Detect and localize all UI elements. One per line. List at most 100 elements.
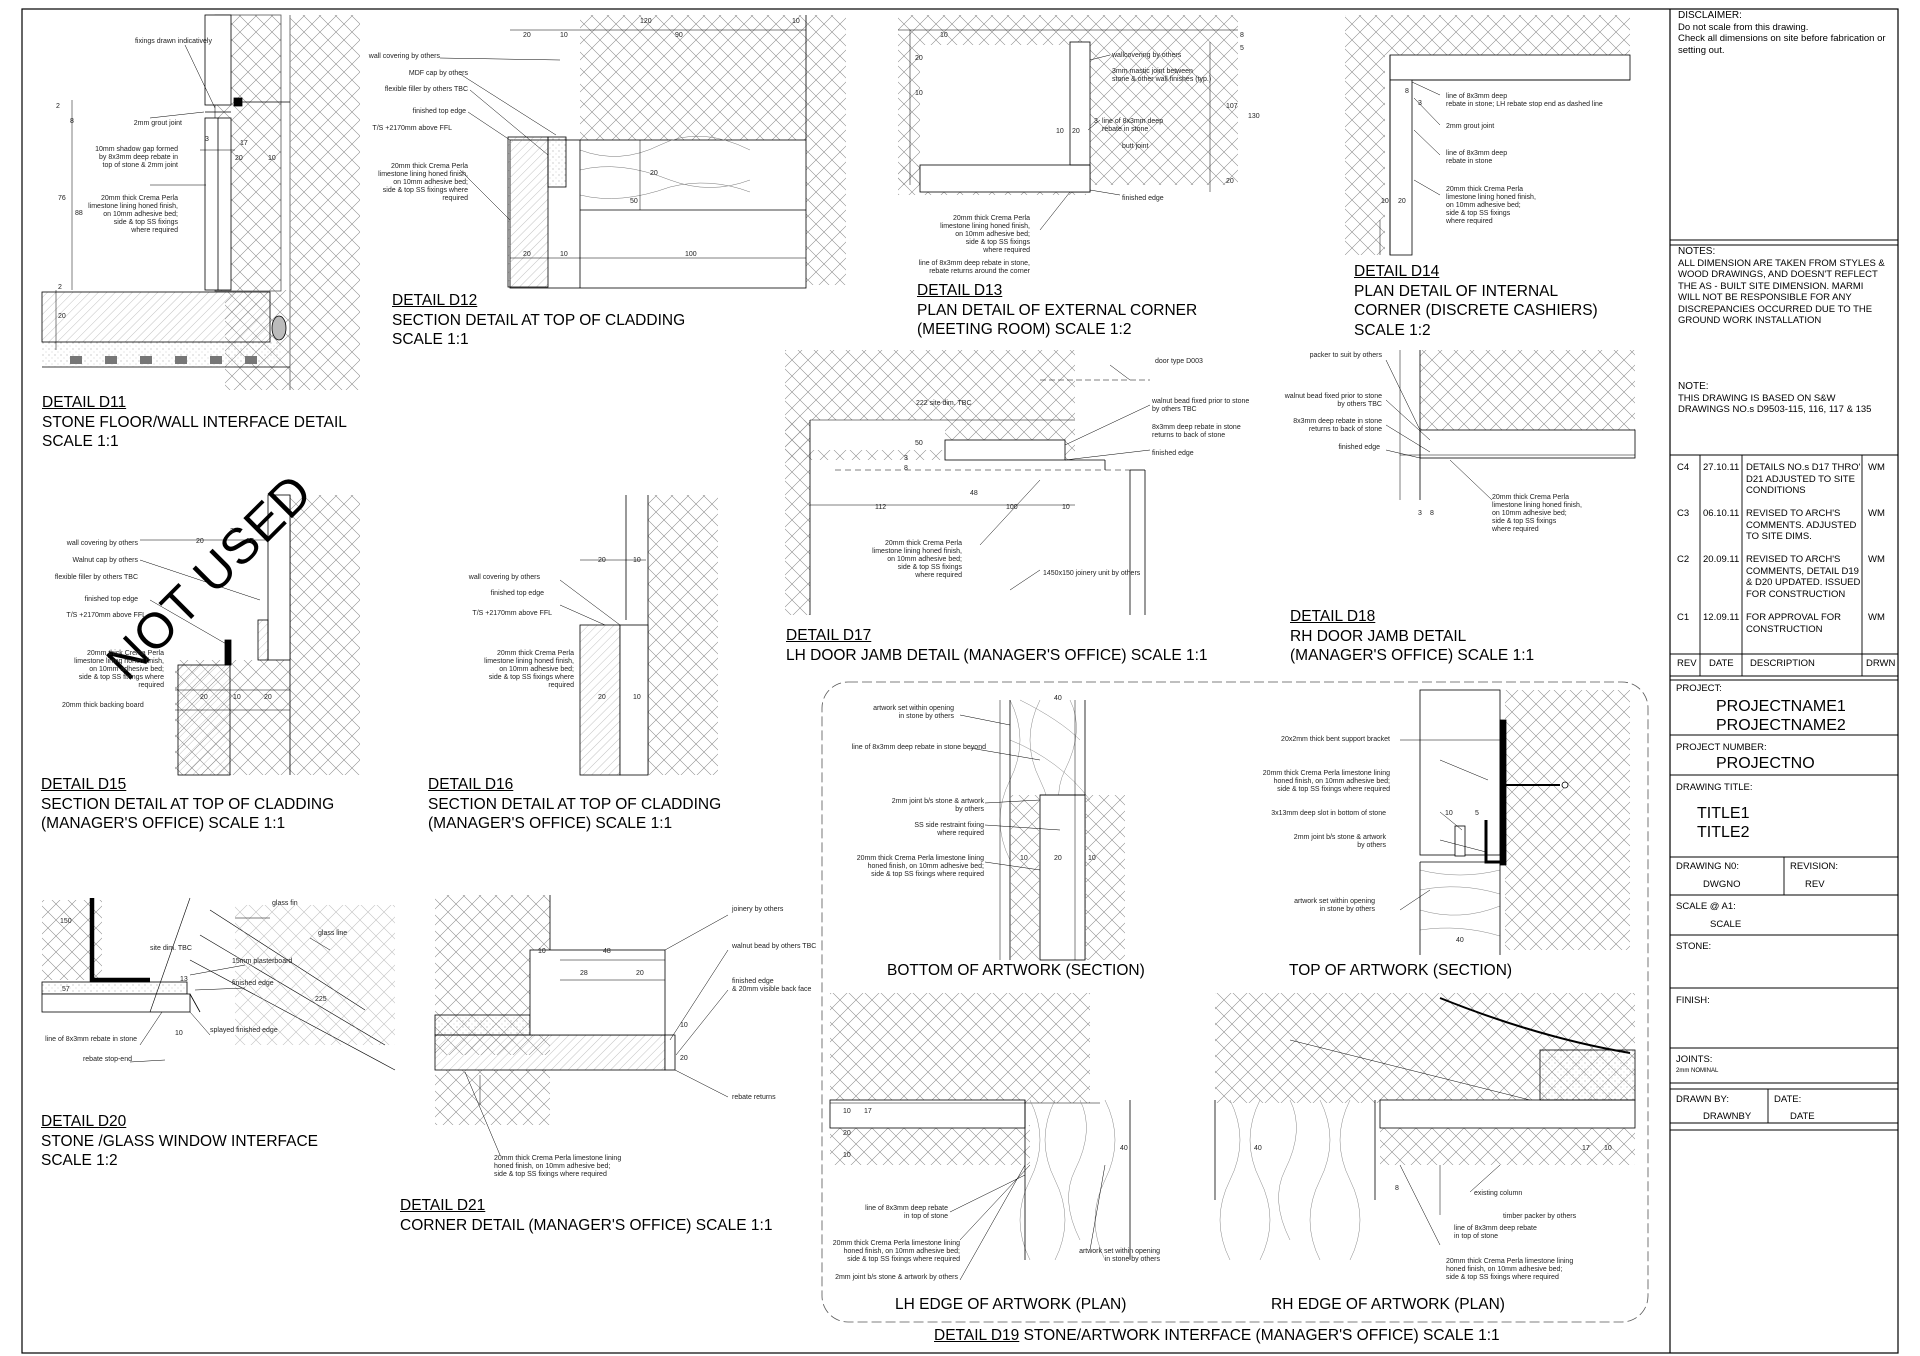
date-label: DATE:: [1774, 1094, 1802, 1105]
detail-d15-drawing: [139, 494, 360, 776]
d14-dim: 10: [1381, 198, 1389, 205]
detail-d17-drawing: [785, 350, 1151, 615]
detail-d11-title: DETAIL D11 STONE FLOOR/WALL INTERFACE DE…: [42, 394, 347, 450]
d15-dim: 3: [230, 528, 234, 535]
d11-note: 10mm shadow gap formed by 8x3mm deep reb…: [95, 146, 178, 169]
d13-dim: 10: [1056, 128, 1064, 135]
detail-d20-drawing: [41, 897, 396, 1071]
detail-d12-title: DETAIL D12 SECTION DETAIL AT TOP OF CLAD…: [392, 292, 686, 348]
sheet-border: [21, 8, 1899, 1354]
d13-note: line of 8x3mm deep rebate in stone, reba…: [918, 260, 1030, 275]
d20-note: glass fin: [272, 900, 298, 907]
d19-boundary: [821, 681, 1649, 1323]
revision: REV: [1805, 879, 1825, 890]
d19-dim: 10: [1088, 855, 1096, 862]
detail-d19-title: DETAIL D19 STONE/ARTWORK INTERFACE (MANA…: [934, 1327, 1500, 1344]
d19-top-note: 20x2mm thick bent support bracket: [1281, 736, 1390, 743]
d21-note: joinery by others: [732, 906, 784, 913]
d11-dim: 10: [268, 155, 276, 162]
d11-dim: 3: [205, 136, 209, 143]
d12-note: flexible filler by others TBC: [384, 86, 468, 93]
d17-dim: 10: [1062, 504, 1070, 511]
d19-dim: 17: [864, 1108, 872, 1115]
notes-block: NOTES: ALL DIMENSION ARE TAKEN FROM STYL…: [1678, 246, 1885, 326]
d19-dim: 10: [1445, 810, 1453, 817]
scale-value: SCALE: [1710, 919, 1742, 930]
d21-note: finished edge & 20mm visible back face: [732, 978, 812, 993]
d19-bottom-note: 2mm joint b/s stone & artwork by others: [891, 798, 984, 813]
detail-d14-drawing: [1345, 15, 1631, 256]
note-block: NOTE: THIS DRAWING IS BASED ON S&W DRAWI…: [1678, 381, 1872, 415]
d18-dim: 3: [1418, 510, 1422, 517]
d19-top-title: TOP OF ARTWORK (SECTION): [1289, 962, 1513, 979]
d16-note: T/S +2170mm above FFL: [472, 610, 552, 617]
d19-dim: 40: [1456, 937, 1464, 944]
joints-label: JOINTS:: [1676, 1054, 1713, 1065]
rev-date: 20.09.11: [1703, 554, 1740, 565]
drawing-title: TITLE1 TITLE2: [1697, 805, 1750, 841]
date-value: DATE: [1790, 1111, 1815, 1122]
d11-dim: 2: [58, 284, 62, 291]
d20-note: splayed finished edge: [210, 1027, 278, 1034]
d12-dim: 100: [685, 251, 697, 258]
d15-note: 20mm thick backing board: [62, 702, 144, 709]
finish-label: FINISH:: [1676, 995, 1710, 1006]
d20-note: line of 8x3mm rebate in stone: [45, 1036, 137, 1043]
d19-bottom-note: 20mm thick Crema Perla limestone lining …: [856, 855, 984, 878]
drawing-no-label: DRAWING N0:: [1676, 861, 1739, 872]
rev-code: C4: [1677, 462, 1690, 473]
rev-desc: FOR APPROVAL FOR CONSTRUCTION: [1746, 612, 1842, 635]
rev-header-drwn: DRWN: [1866, 658, 1896, 669]
detail-d16-title: DETAIL D16 SECTION DETAIL AT TOP OF CLAD…: [428, 776, 722, 832]
d19-top-note: 20mm thick Crema Perla limestone lining …: [1262, 770, 1390, 793]
rev-drawn: WM: [1868, 612, 1885, 623]
d11-note: fixings drawn indicatively: [134, 38, 212, 45]
d19-dim: 10: [843, 1152, 851, 1159]
rev-date: 27.10.11: [1703, 462, 1740, 473]
drawn-by-label: DRAWN BY:: [1676, 1094, 1729, 1105]
d11-dim: 8: [70, 118, 74, 125]
d14-dim: 8: [1405, 88, 1409, 95]
rev-drawn: WM: [1868, 554, 1885, 565]
d19-rh-title: RH EDGE OF ARTWORK (PLAN): [1271, 1296, 1505, 1313]
d12-note: 20mm thick Crema Perla limestone lining …: [378, 163, 468, 202]
d15-dim: 10: [233, 694, 241, 701]
d19-lh-title: LH EDGE OF ARTWORK (PLAN): [895, 1296, 1127, 1313]
d13-note: 3mm mastic joint between stone & other w…: [1112, 68, 1212, 83]
d19-rh-note: line of 8x3mm deep rebate in top of ston…: [1454, 1225, 1537, 1240]
d17-dim: 222 site dim. TBC: [916, 400, 972, 407]
d13-note: butt joint: [1122, 143, 1149, 150]
d19-rh-drawing: [1214, 993, 1636, 1261]
d19-dim: 8: [1395, 1185, 1399, 1192]
rev-desc: DETAILS NO.s D17 THRO' D21 ADJUSTED TO S…: [1746, 462, 1861, 496]
drawn-by: DRAWNBY: [1703, 1111, 1752, 1122]
d19-dim: 10: [1604, 1145, 1612, 1152]
d19-lh-note: 20mm thick Crema Perla limestone lining …: [832, 1240, 960, 1263]
disclaimer-block: DISCLAIMER: Do not scale from this drawi…: [1678, 10, 1886, 56]
d20-dim: 225: [315, 996, 327, 1003]
d14-dim: 3: [1418, 100, 1422, 107]
d12-dim: 20: [523, 32, 531, 39]
d13-dim: 10: [940, 32, 948, 39]
d11-dim: 2: [56, 103, 60, 110]
d11-dim: 20: [235, 155, 243, 162]
d19-rh-note: existing column: [1474, 1190, 1523, 1197]
d17-note: 8x3mm deep rebate in stone returns to ba…: [1152, 424, 1241, 439]
d17-dim: 50: [915, 440, 923, 447]
d12-note: MDF cap by others: [408, 70, 468, 77]
d21-dim: 10: [680, 1022, 688, 1029]
d19-rh-note: timber packer by others: [1503, 1213, 1577, 1220]
d12-dim: 10: [792, 18, 800, 25]
d13-note: finished edge: [1122, 195, 1164, 202]
d16-note: finished top edge: [490, 590, 544, 597]
d13-dim: 107: [1226, 103, 1238, 110]
rev-date: 12.09.11: [1703, 612, 1740, 623]
d16-note: wall covering by others: [468, 574, 540, 581]
d17-note: walnut bead fixed prior to stone by othe…: [1152, 398, 1250, 413]
detail-d15-title: DETAIL D15 SECTION DETAIL AT TOP OF CLAD…: [41, 776, 335, 832]
joints-value: 2mm NOMINAL: [1676, 1068, 1719, 1074]
d21-dim: 10: [538, 948, 546, 955]
d16-dim: 10: [633, 694, 641, 701]
